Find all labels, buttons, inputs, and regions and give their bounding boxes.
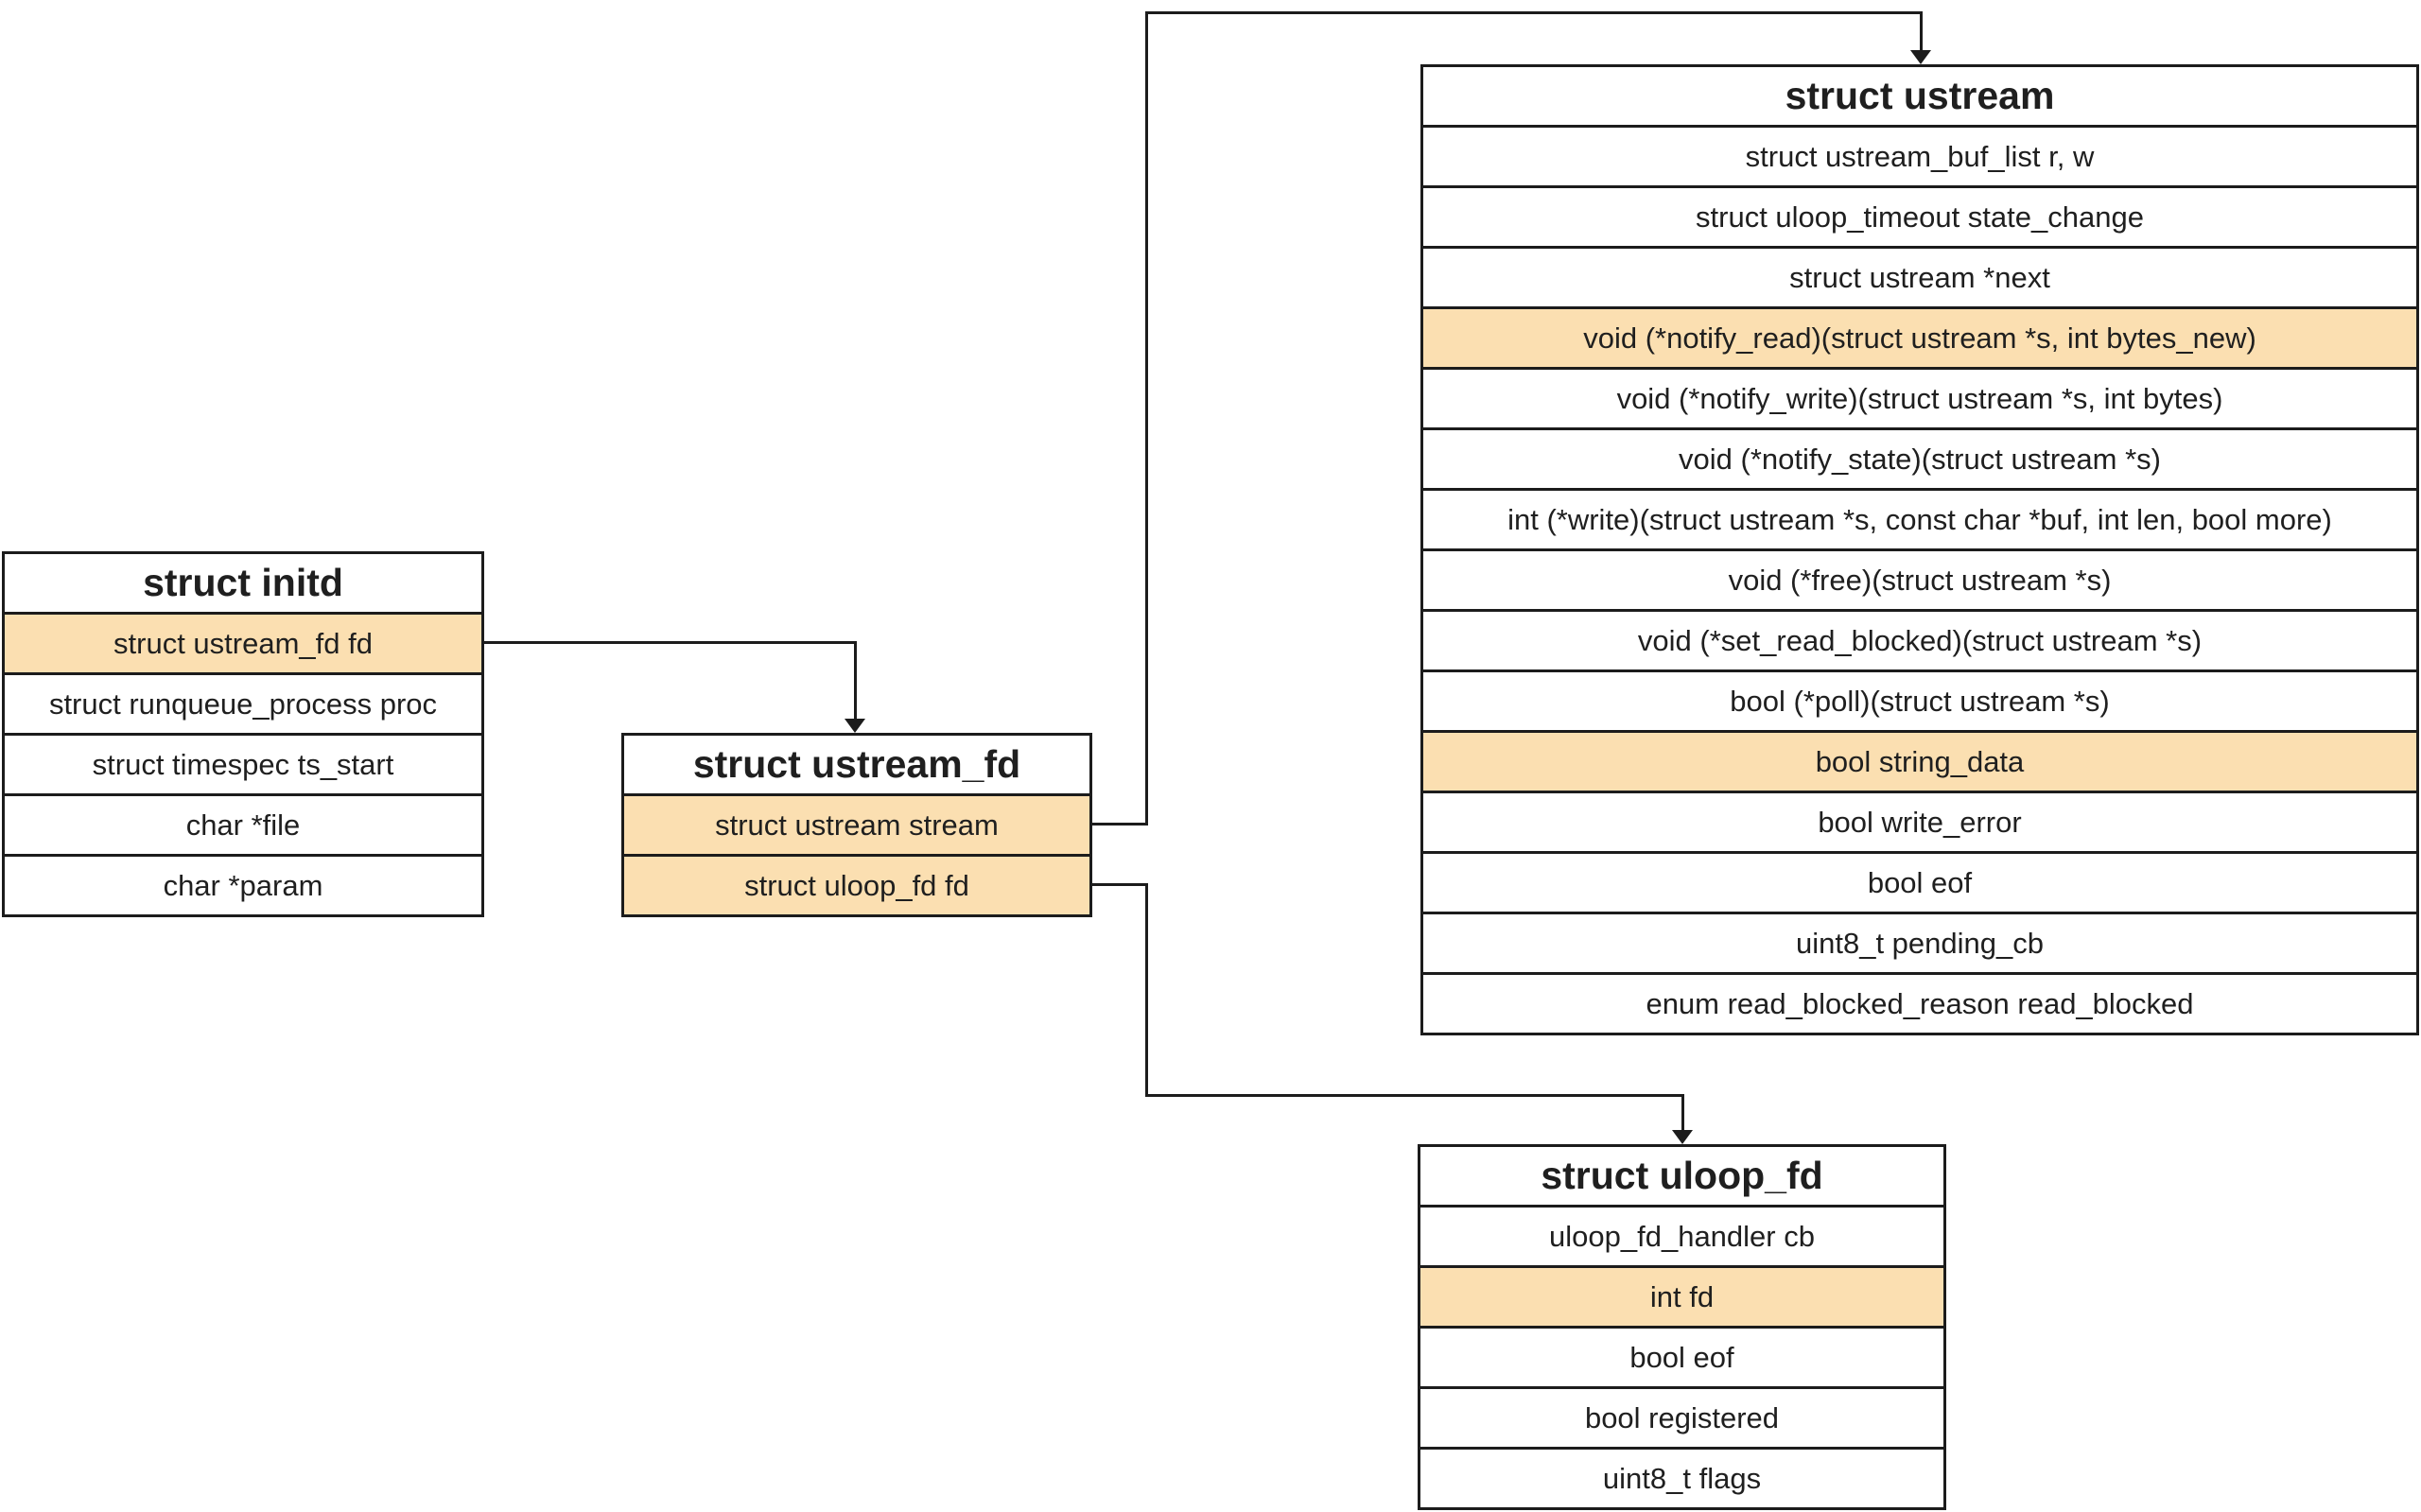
struct-box-ustream-fd: struct ustream_fd struct ustream stream … (621, 733, 1092, 917)
field-row-ustream-set-read-blocked: void (*set_read_blocked)(struct ustream … (1423, 609, 2416, 669)
connector-initd-fd-to-ustream-fd-v (854, 641, 857, 721)
box-title-ustream: struct ustream (1423, 67, 2416, 125)
field-row-uloop-fd-cb: uloop_fd_handler cb (1420, 1205, 1943, 1265)
connector-fd-to-uloop-fd-v2 (1681, 1094, 1684, 1131)
field-row-ustream-state-change: struct uloop_timeout state_change (1423, 185, 2416, 246)
arrow-down-icon (1910, 50, 1931, 64)
field-row-ustream-pending-cb: uint8_t pending_cb (1423, 912, 2416, 972)
connector-fd-to-uloop-fd-v1 (1145, 883, 1148, 1097)
connector-stream-to-ustream-stub (1092, 823, 1148, 826)
field-row-uloop-fd-flags: uint8_t flags (1420, 1447, 1943, 1507)
field-row-ustream-free: void (*free)(struct ustream *s) (1423, 548, 2416, 609)
field-row-uloop-fd-eof: bool eof (1420, 1326, 1943, 1386)
field-row-ustream-write-error: bool write_error (1423, 791, 2416, 851)
field-row-initd-ts-start: struct timespec ts_start (5, 733, 481, 793)
field-row-ustream-string-data: bool string_data (1423, 730, 2416, 791)
connector-stream-to-ustream-v2 (1920, 11, 1923, 51)
field-row-ustream-fd-stream: struct ustream stream (624, 793, 1089, 854)
field-row-initd-file: char *file (5, 793, 481, 854)
field-row-ustream-notify-write: void (*notify_write)(struct ustream *s, … (1423, 367, 2416, 427)
field-row-ustream-read-blocked: enum read_blocked_reason read_blocked (1423, 972, 2416, 1033)
field-row-ustream-eof: bool eof (1423, 851, 2416, 912)
struct-box-ustream: struct ustream struct ustream_buf_list r… (1420, 64, 2419, 1035)
arrow-down-icon (1672, 1130, 1693, 1144)
connector-stream-to-ustream-h (1145, 11, 1923, 14)
connector-stream-to-ustream-v1 (1145, 11, 1148, 826)
field-row-ustream-write: int (*write)(struct ustream *s, const ch… (1423, 488, 2416, 548)
field-row-initd-param: char *param (5, 854, 481, 914)
field-row-initd-fd: struct ustream_fd fd (5, 612, 481, 672)
connector-fd-to-uloop-fd-h (1145, 1094, 1684, 1097)
field-row-ustream-poll: bool (*poll)(struct ustream *s) (1423, 669, 2416, 730)
field-row-ustream-buf-list: struct ustream_buf_list r, w (1423, 125, 2416, 185)
arrow-down-icon (845, 719, 865, 733)
box-title-uloop-fd: struct uloop_fd (1420, 1147, 1943, 1205)
box-title-ustream-fd: struct ustream_fd (624, 736, 1089, 793)
box-title-initd: struct initd (5, 554, 481, 612)
field-row-ustream-notify-read: void (*notify_read)(struct ustream *s, i… (1423, 306, 2416, 367)
field-row-uloop-fd-registered: bool registered (1420, 1386, 1943, 1447)
connector-fd-to-uloop-fd-stub (1092, 883, 1148, 886)
struct-box-uloop-fd: struct uloop_fd uloop_fd_handler cb int … (1418, 1144, 1946, 1510)
field-row-ustream-fd-fd: struct uloop_fd fd (624, 854, 1089, 914)
field-row-uloop-fd-fd: int fd (1420, 1265, 1943, 1326)
field-row-initd-proc: struct runqueue_process proc (5, 672, 481, 733)
connector-initd-fd-to-ustream-fd-h (484, 641, 857, 644)
field-row-ustream-next: struct ustream *next (1423, 246, 2416, 306)
field-row-ustream-notify-state: void (*notify_state)(struct ustream *s) (1423, 427, 2416, 488)
struct-box-initd: struct initd struct ustream_fd fd struct… (2, 551, 484, 917)
